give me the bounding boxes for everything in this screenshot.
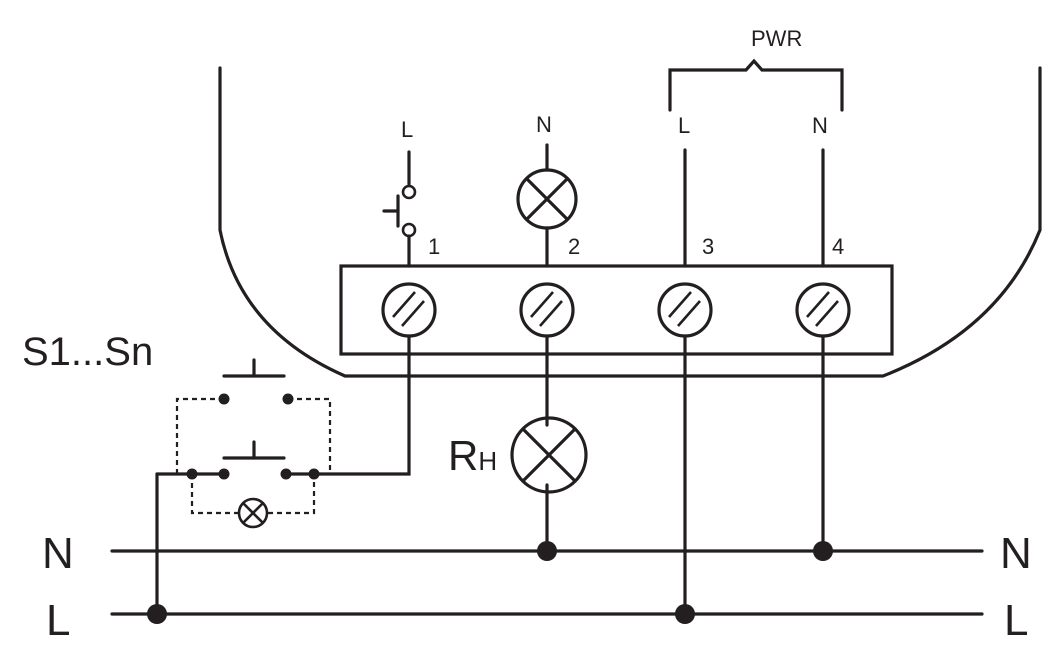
input-l-label: L (401, 117, 413, 142)
pwr-l-label: L (678, 113, 690, 138)
input-pushbutton (382, 150, 417, 268)
screw-terminal-2 (519, 282, 575, 338)
junction-dot (675, 604, 695, 624)
load-lamp-icon (510, 416, 588, 494)
terminal-2-label: 2 (568, 234, 580, 259)
screw-terminal-3 (657, 282, 713, 338)
wire-terminal-1-to-switches (318, 334, 411, 476)
junction-dot (813, 541, 833, 561)
indicator-lamp-dashed-wire (190, 474, 316, 515)
load-label: RH (448, 432, 497, 479)
pushbutton-s1 (218, 358, 294, 405)
terminal-3-label: 3 (702, 234, 714, 259)
pwr-bracket (668, 58, 844, 112)
indicator-lamp-icon (237, 497, 269, 529)
bus-n-right-label: N (1000, 529, 1032, 578)
pushbutton-s1-dashed-loop (175, 397, 332, 474)
screw-terminal-1 (381, 282, 437, 338)
load-label-sub: H (478, 446, 497, 476)
switches-label: S1...Sn (22, 330, 153, 374)
pwr-n-label: N (812, 113, 828, 138)
junction-dot (147, 604, 167, 624)
bus-n-left-label: N (42, 529, 74, 578)
lamp-top-n-label: N (536, 112, 552, 137)
device-housing (218, 66, 1042, 378)
pwr-label: PWR (751, 26, 802, 51)
terminal-block (339, 264, 894, 356)
terminal-4-label: 4 (832, 234, 844, 259)
screw-terminal-4 (795, 282, 851, 338)
bus-l-left-label: L (46, 596, 70, 645)
junction-dot (537, 541, 557, 561)
pushbutton-sn (218, 440, 292, 480)
terminal-1-label: 1 (428, 234, 440, 259)
bus-l-right-label: L (1004, 596, 1028, 645)
load-label-main: R (448, 432, 478, 479)
lamp-top-icon (516, 168, 578, 230)
